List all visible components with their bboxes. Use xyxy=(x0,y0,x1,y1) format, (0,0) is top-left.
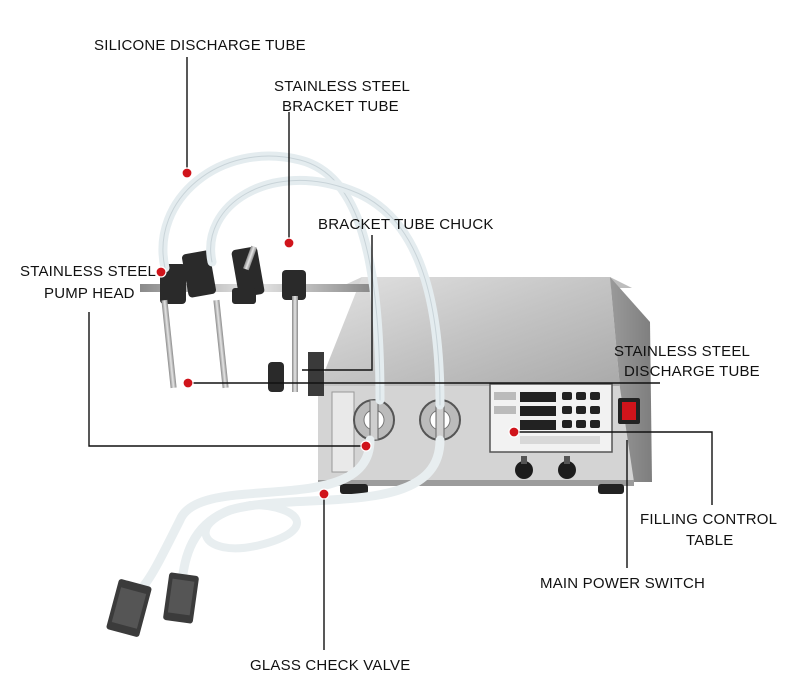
dot-check-valve xyxy=(318,488,330,500)
label-main-power-switch: MAIN POWER SWITCH xyxy=(540,575,705,592)
label-bracket-tube-line2: BRACKET TUBE xyxy=(282,98,399,115)
label-glass-check-valve: GLASS CHECK VALVE xyxy=(250,657,410,674)
label-bracket-tube-line1: STAINLESS STEEL xyxy=(274,78,410,95)
label-filling-control-line1: FILLING CONTROL xyxy=(640,511,777,528)
power-switch xyxy=(618,398,640,424)
labels: SILICONE DISCHARGE TUBE STAINLESS STEEL … xyxy=(20,37,777,674)
leader-lines xyxy=(88,57,713,650)
discharge-needles xyxy=(161,296,298,392)
label-discharge-tube-line2: DISCHARGE TUBE xyxy=(624,363,760,380)
support-bar xyxy=(140,245,370,392)
dot-silicone-tube xyxy=(181,167,193,179)
callout-dots xyxy=(155,167,520,500)
pump-head-left xyxy=(331,391,395,473)
adjustment-knobs xyxy=(515,456,576,479)
dot-pump-head xyxy=(155,266,167,278)
dot-pump-inlet xyxy=(360,440,372,452)
silicone-tubes xyxy=(135,151,445,595)
control-panel xyxy=(489,383,613,453)
dot-control-table xyxy=(508,426,520,438)
dot-bracket-tube xyxy=(283,237,295,249)
label-silicone-discharge-tube: SILICONE DISCHARGE TUBE xyxy=(94,37,306,54)
suction-filters xyxy=(106,572,199,637)
label-discharge-tube-line1: STAINLESS STEEL xyxy=(614,343,750,360)
label-pump-head-line1: STAINLESS STEEL xyxy=(20,263,156,280)
dot-discharge-tube xyxy=(182,377,194,389)
label-filling-control-line2: TABLE xyxy=(686,532,733,549)
label-pump-head-line2: PUMP HEAD xyxy=(44,285,135,302)
label-bracket-tube-chuck: BRACKET TUBE CHUCK xyxy=(318,216,494,233)
